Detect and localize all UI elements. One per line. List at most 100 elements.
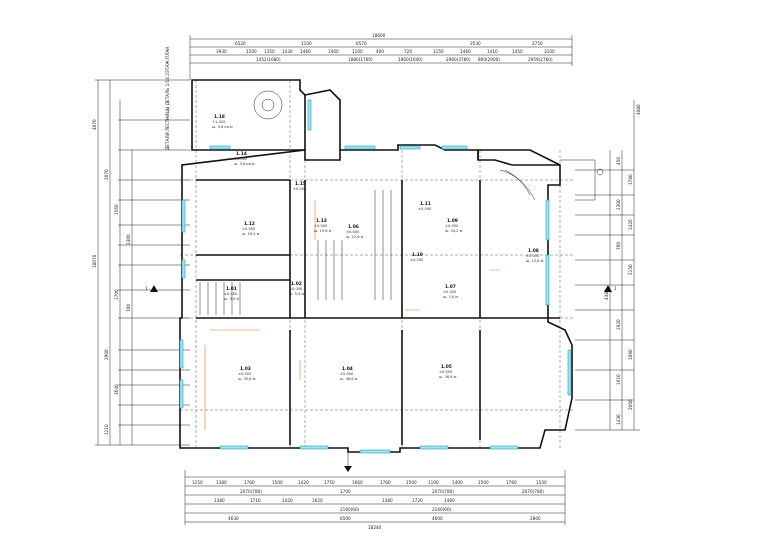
top-seg-4: 2750 (532, 41, 543, 46)
svg-text:1.13: 1.13 (316, 218, 327, 224)
bottom-row1-12: 1760 (506, 480, 517, 485)
section-marker-right: 1 (604, 285, 617, 292)
room-1-04: 1.04 ±0.000 ш. 48,6 м (340, 366, 358, 381)
top-detail-7: 400 (376, 49, 384, 54)
svg-text:1.06: 1.06 (348, 224, 359, 230)
top-detail-6: 1100 (352, 49, 363, 54)
svg-text:±0.000: ±0.000 (445, 224, 459, 228)
left-dim-5: 1700 (114, 289, 119, 300)
svg-text:1.18: 1.18 (214, 114, 225, 120)
right-dim-4: 1420 (628, 219, 633, 230)
bottom-dimension-chain: 1250 1380 1760 1500 1420 1750 1660 1760 … (184, 470, 566, 530)
top-seg-2: 6570 (356, 41, 367, 46)
bottom-row1-2: 1760 (244, 480, 255, 485)
top-dimension-chain: 18600 6520 1100 6570 3530 2750 3930 1500… (189, 33, 573, 80)
left-dim-8: 3640 (114, 384, 119, 395)
top-detail-0: 3930 (216, 49, 227, 54)
top-seg-0: 6520 (235, 41, 246, 46)
bottom-row5-3: 2800 (530, 516, 541, 521)
right-dim-12: 1430 (616, 414, 621, 425)
svg-text:+1.420: +1.420 (212, 120, 226, 124)
left-dim-9: 1210 (104, 424, 109, 435)
bottom-row5-2: 4600 (432, 516, 443, 521)
right-dim-7: 4380 (604, 289, 609, 300)
top-detail-4: 1460 (300, 49, 311, 54)
svg-text:±0.000: ±0.000 (340, 372, 354, 376)
orange-annotations (204, 200, 500, 430)
right-dim-10: 1610 (616, 374, 621, 385)
left-dim-3: 1300 (126, 234, 131, 245)
room-1-15: 1.15 ±0.000 (293, 181, 307, 191)
svg-text:±0.000: ±0.000 (293, 187, 307, 191)
svg-text:ш. 2,9 м: ш. 2,9 м (443, 295, 458, 299)
top-seg-1: 1100 (301, 41, 312, 46)
svg-text:±0.000: ±0.000 (439, 370, 453, 374)
section-label-left: 1 (145, 286, 148, 291)
left-dim-6: 700 (126, 304, 131, 312)
svg-text:±0.000: ±0.000 (526, 254, 540, 258)
top-seg-3: 3530 (470, 41, 481, 46)
svg-text:1.11: 1.11 (420, 201, 431, 207)
svg-text:ш. 22,6 м: ш. 22,6 м (346, 235, 364, 239)
left-dim-7: 2900 (104, 349, 109, 360)
top-detail-12: 1450 (512, 49, 523, 54)
right-dim-11: 2060 (628, 399, 633, 410)
svg-text:ш. 24,2 м: ш. 24,2 м (445, 229, 463, 233)
room-1-01: 1.01 ±0.000 ш. 3,0 м (224, 286, 239, 301)
room-1-10: 1.10 ±0.000 (410, 252, 424, 262)
room-1-08: 1.08 ±0.000 ш. 12,8 м (526, 248, 544, 263)
right-dim-6: 2150 (628, 264, 633, 275)
left-dim-4: 18070 (92, 254, 97, 268)
windows (179, 99, 572, 454)
bottom-row3-1: 1710 (250, 498, 261, 503)
bottom-row1-13: 1530 (536, 480, 547, 485)
svg-text:ш. 35,6 м: ш. 35,6 м (238, 377, 256, 381)
svg-text:1.01: 1.01 (226, 286, 237, 292)
room-labels: 1.18 +1.420 ш. 3,6 кв.м 1.14 ±0.000 ш. 3… (212, 114, 544, 381)
bottom-overall-dim: 18240 (368, 525, 382, 530)
top-overall-dim: 18600 (372, 33, 386, 38)
svg-text:±0.000: ±0.000 (238, 372, 252, 376)
right-dim-2: 1780 (628, 174, 633, 185)
right-dim-0: 4080 (636, 104, 641, 115)
svg-text:±0.000: ±0.000 (418, 207, 432, 211)
left-dimension-chain: 4070 2070 1560 1300 18070 1700 700 2900 … (92, 47, 190, 446)
room-1-05: 1.05 ±0.000 ш. 36,6 м (439, 364, 457, 379)
bottom-row3-2: 1420 (282, 498, 293, 503)
bottom-row2-2: 2070(780) (432, 489, 454, 494)
bottom-row1-0: 1250 (192, 480, 203, 485)
left-dim-2: 1560 (114, 204, 119, 215)
bottom-row1-9: 1100 (428, 480, 439, 485)
room-1-14: 1.14 ±0.000 ш. 3,6 кв.м (234, 151, 255, 166)
right-dim-8: 1920 (616, 319, 621, 330)
top-detail2-2: 1860(1640) (398, 57, 423, 62)
room-1-13: 1.13 ±0.000 ш. 19,8 м (314, 218, 332, 233)
svg-text:1.03: 1.03 (240, 366, 251, 372)
svg-text:±0.000: ±0.000 (410, 258, 424, 262)
section-marker-left: 1 (145, 285, 158, 292)
top-detail2-0: 1452(1680) (256, 57, 281, 62)
svg-text:±0.000: ±0.000 (314, 224, 328, 228)
right-dim-1: 450 (616, 157, 621, 165)
svg-text:ш. 19,8 м: ш. 19,8 м (314, 229, 332, 233)
left-dim-1: 2070 (104, 169, 109, 180)
svg-text:ш. 3,0 м: ш. 3,0 м (224, 297, 239, 301)
svg-text:±0.000: ±0.000 (224, 292, 238, 296)
svg-text:1.04: 1.04 (342, 366, 353, 372)
right-dim-3: 1300 (616, 199, 621, 210)
bottom-row1-5: 1750 (324, 480, 335, 485)
building-walls (179, 79, 573, 453)
bottom-row1-6: 1660 (352, 480, 363, 485)
svg-text:1.02: 1.02 (291, 281, 302, 287)
room-1-11: 1.11 ±0.000 (418, 201, 432, 211)
svg-text:1.09: 1.09 (447, 218, 458, 224)
bottom-row2-1: 1700 (340, 489, 351, 494)
bottom-row1-4: 1420 (298, 480, 309, 485)
bottom-row1-8: 1500 (406, 480, 417, 485)
bottom-row1-11: 1500 (478, 480, 489, 485)
top-detail-8: 720 (404, 49, 412, 54)
svg-text:±0.000: ±0.000 (242, 227, 256, 231)
axis-grid (180, 80, 575, 450)
svg-text:1.10: 1.10 (412, 252, 423, 258)
